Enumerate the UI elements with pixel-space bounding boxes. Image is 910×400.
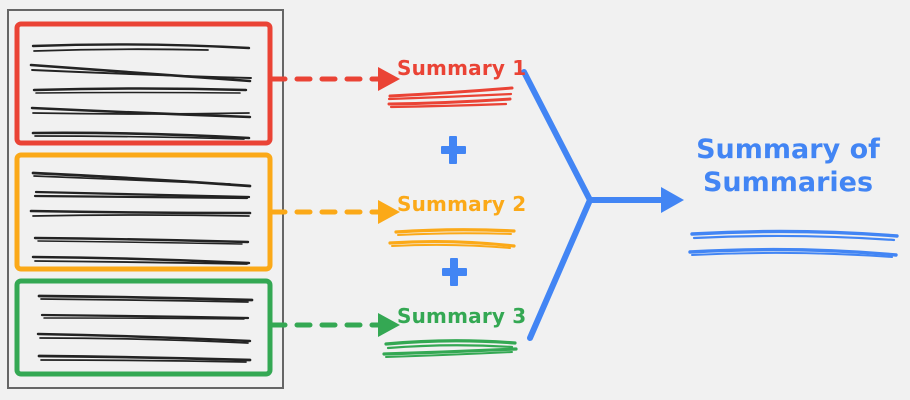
arrowhead-green <box>378 313 400 337</box>
document-section-red[interactable] <box>14 21 273 146</box>
document-section-orange[interactable] <box>14 152 273 272</box>
document-outline <box>7 9 284 389</box>
arrowhead-orange <box>378 200 400 224</box>
summary-2-squiggle <box>388 228 516 249</box>
scribble-lines-red <box>29 43 252 140</box>
dashed-arrow-orange <box>269 200 400 224</box>
merge-arrow <box>521 69 684 341</box>
scribble-lines-orange <box>29 171 252 265</box>
merge-branch-top <box>521 69 593 203</box>
document-section-green[interactable] <box>14 278 273 377</box>
merge-branch-bottom <box>527 197 593 341</box>
arrowhead-blue <box>661 187 684 213</box>
summary-1-squiggle <box>387 86 514 109</box>
arrowhead-red <box>378 67 400 91</box>
final-output-squiggle <box>688 229 899 258</box>
summary-3-squiggle <box>382 339 518 358</box>
section-highlight-green <box>14 278 273 377</box>
source-document-panel <box>7 9 284 389</box>
section-highlight-red <box>14 21 273 146</box>
dashed-arrow-green <box>269 313 400 337</box>
dashed-arrow-red <box>269 67 400 91</box>
scribble-lines-green <box>36 294 254 363</box>
